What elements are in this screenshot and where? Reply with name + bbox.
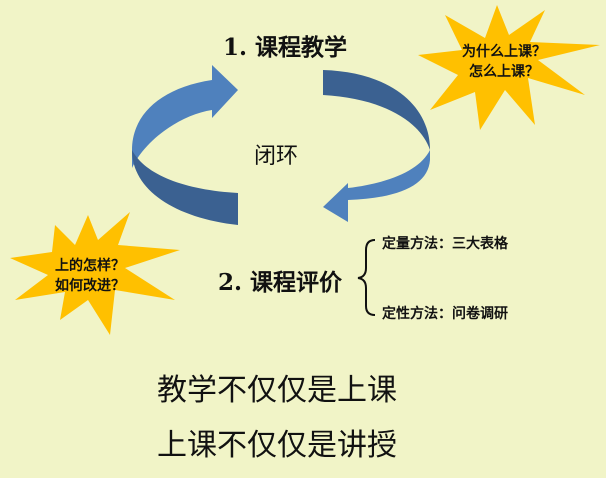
- step-2-label: 2. 课程评价: [218, 269, 343, 296]
- qualitative-method: 定性方法：问卷调研: [382, 306, 508, 322]
- star-bottom-line: 上的怎样？: [55, 258, 125, 274]
- star-bottom-text: 上的怎样？ 如何改进？: [55, 256, 125, 296]
- step-1-label: 1. 课程教学: [223, 34, 348, 61]
- statement-2: 上课不仅仅是讲授: [157, 428, 397, 463]
- brace: [357, 239, 376, 316]
- left-cycle-arrow-lower: [132, 150, 238, 225]
- left-cycle-arrow: [132, 65, 238, 168]
- statement-1: 教学不仅仅是上课: [157, 373, 397, 408]
- center-label: 闭环: [254, 144, 299, 169]
- star-top-right: [418, 5, 600, 130]
- right-cycle-arrow: [323, 70, 430, 150]
- star-top-line: 怎么上课？: [469, 64, 539, 80]
- quantitative-method: 定量方法：三大表格: [382, 236, 508, 252]
- right-cycle-arrow-lower: [323, 150, 430, 222]
- star-bottom-left: [10, 212, 180, 335]
- star-top-line: 为什么上课？: [462, 44, 546, 60]
- star-top-text: 为什么上课？ 怎么上课？: [462, 42, 546, 82]
- star-bottom-line: 如何改进？: [55, 278, 125, 294]
